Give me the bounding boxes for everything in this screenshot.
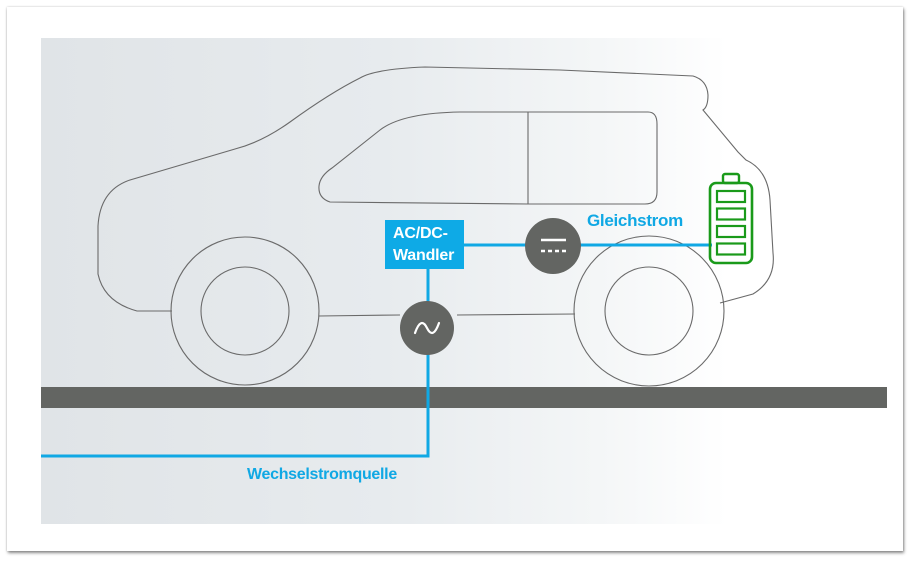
diagram-background <box>41 38 899 524</box>
front-wheel-tire <box>170 236 320 386</box>
dc-symbol <box>525 218 581 274</box>
ac-source-label: Wechselstromquelle <box>247 466 397 483</box>
battery-cell <box>715 242 747 256</box>
rear-wheel-tire <box>573 235 725 387</box>
dc-label: Gleichstrom <box>587 211 683 230</box>
car-window-rear <box>528 111 658 205</box>
front-wheel-rim <box>200 266 290 356</box>
car-sill-line <box>318 313 576 317</box>
ac-symbol <box>400 301 454 355</box>
car-body-outline <box>97 66 774 312</box>
battery-cell <box>715 189 747 204</box>
ground-bar <box>41 387 887 408</box>
dc-current-icon <box>541 238 566 253</box>
battery-cell <box>715 207 747 221</box>
sine-wave-icon <box>413 321 441 335</box>
battery-cell <box>715 224 747 239</box>
converter-label-line1: AC/DC- <box>393 225 448 242</box>
converter-label-line2: Wandler <box>393 247 455 264</box>
ac-dc-converter: AC/DC- Wandler <box>385 220 464 269</box>
ac-source-cable <box>41 268 430 458</box>
rear-wheel-rim <box>604 266 694 356</box>
car-window-front <box>318 111 529 205</box>
battery-icon <box>708 172 754 265</box>
